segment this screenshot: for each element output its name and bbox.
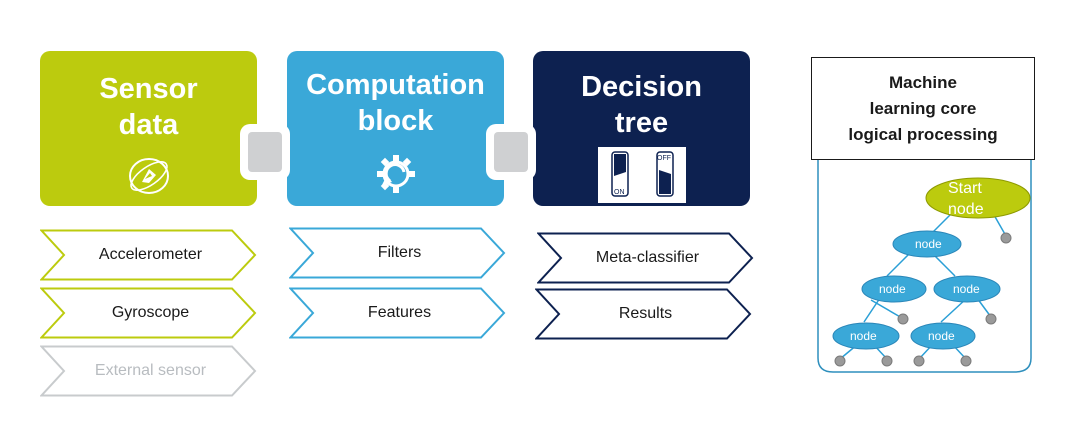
- tree-node: [933, 275, 1001, 303]
- connector-square: [248, 132, 282, 172]
- switch-on-label: ON: [614, 189, 625, 196]
- decision-title-line2: tree: [614, 107, 669, 139]
- chevron-results: Results: [535, 288, 752, 340]
- tree-leaf: [897, 313, 909, 325]
- gear-refresh-icon: [370, 151, 422, 202]
- decision-tree-title: Decision tree: [533, 69, 750, 141]
- switch-icon: ON OFF: [597, 146, 687, 209]
- tree-container-outline: [817, 160, 1032, 373]
- meta-classifier-label: Meta-classifier: [595, 249, 700, 266]
- computation-title-line1: Computation: [306, 69, 485, 101]
- switch-off-label: OFF: [657, 155, 671, 162]
- tree-leaf: [834, 355, 846, 367]
- tree-leaf: [960, 355, 972, 367]
- chevron-gyroscope: Gyroscope: [40, 287, 257, 339]
- external-sensor-label: External sensor: [94, 362, 207, 379]
- tree-leaves: [834, 232, 1012, 367]
- accelerometer-label: Accelerometer: [98, 246, 203, 263]
- tree-leaf: [913, 355, 925, 367]
- tree-leaf: [1000, 232, 1012, 244]
- features-label: Features: [367, 304, 432, 321]
- sensor-title-line1: Sensor: [99, 73, 198, 105]
- chevron-features: Features: [289, 287, 506, 339]
- tree-node-label: node: [915, 237, 942, 251]
- decision-tree-diagram: Start node node node node node node: [817, 160, 1032, 373]
- computation-block: Computation block: [287, 51, 504, 206]
- connector-sensor-computation: [240, 124, 290, 180]
- mlc-title-line1: Machine: [888, 72, 957, 92]
- tree-node-label: node: [879, 282, 906, 296]
- tree-node: [861, 275, 927, 303]
- decision-title-line1: Decision: [581, 71, 702, 103]
- start-node: [925, 177, 1031, 219]
- sensor-gyro-icon: [125, 155, 173, 202]
- gyroscope-label: Gyroscope: [111, 304, 190, 321]
- computation-title: Computation block: [287, 67, 504, 139]
- chevron-external-sensor: External sensor: [40, 345, 257, 397]
- start-node-label-line2: node: [948, 201, 984, 218]
- chevron-accelerometer: Accelerometer: [40, 229, 257, 281]
- chevron-meta-classifier: Meta-classifier: [537, 232, 754, 284]
- mlc-title-box: Machine learning core logical processing: [811, 57, 1035, 160]
- start-node-label-line1: Start: [948, 180, 982, 197]
- tree-node: [910, 322, 976, 350]
- connector-computation-decision: [486, 124, 536, 180]
- tree-node-label: node: [850, 329, 877, 343]
- filters-label: Filters: [377, 244, 422, 261]
- tree-node-label: node: [928, 329, 955, 343]
- results-label: Results: [618, 305, 673, 322]
- computation-title-line2: block: [357, 105, 434, 137]
- chevron-filters: Filters: [289, 227, 506, 279]
- mlc-title-line2: learning core: [869, 98, 977, 118]
- tree-leaf: [881, 355, 893, 367]
- tree-leaf: [985, 313, 997, 325]
- sensor-title-line2: data: [118, 109, 179, 141]
- connector-square: [494, 132, 528, 172]
- tree-node: [832, 322, 900, 350]
- mlc-title-line3: logical processing: [848, 124, 998, 144]
- tree-node: [892, 230, 962, 258]
- decision-tree-block: Decision tree ON OFF: [533, 51, 750, 206]
- tree-node-label: node: [953, 282, 980, 296]
- sensor-data-block: Sensor data: [40, 51, 257, 206]
- sensor-data-title: Sensor data: [40, 71, 257, 143]
